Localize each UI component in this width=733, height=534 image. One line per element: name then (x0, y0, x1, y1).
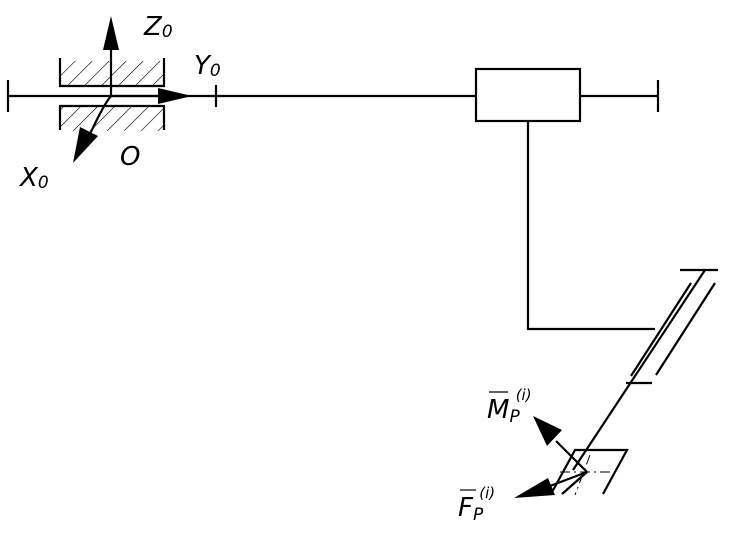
x-axis (89, 95, 112, 135)
y-axis-arrowhead (158, 88, 192, 104)
origin-label: O (120, 142, 140, 172)
base-frame: Z0 Y0 X0 O (18, 12, 221, 193)
z-axis-label: Z0 (143, 12, 173, 42)
force-vector: FP(i) (458, 470, 588, 525)
telescopic-joint (572, 268, 718, 471)
force-label: FP(i) (458, 484, 495, 525)
z-axis-arrowhead (103, 16, 119, 50)
moment-arrowhead (533, 416, 562, 446)
moment-label: MP(i) (487, 386, 532, 427)
force-arrowhead (514, 478, 555, 498)
x-axis-label: X0 (18, 163, 49, 193)
main-beam (6, 80, 660, 112)
y-axis-label: Y0 (194, 51, 221, 81)
slider-block (474, 67, 582, 123)
vertical-link (526, 121, 655, 331)
joint-axis (572, 269, 706, 471)
end-effector (550, 448, 629, 496)
moment-vector: MP(i) (487, 386, 588, 473)
x-axis-arrowhead (73, 127, 98, 163)
